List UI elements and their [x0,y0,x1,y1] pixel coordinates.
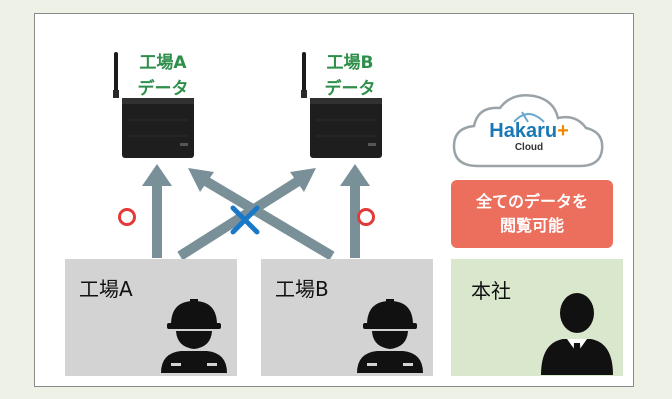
factory-a-box: 工場A [65,259,237,376]
head-office-box: 本社 [451,259,623,376]
factory-b-label: 工場B [275,277,329,301]
worker-helmet-icon [357,299,423,373]
head-office-label: 本社 [471,279,511,303]
arrow-head-factory-a-to-b [290,168,316,192]
factory-a-data-label-line1: 工場A [139,53,187,73]
factory-b-box: 工場B [261,259,433,376]
factory-b-logger-device-icon [301,52,382,158]
cloud-sub: Cloud [514,142,544,153]
factory-b-data-label-line2: データ [324,79,376,99]
arrow-factory-b-to-a [201,175,335,261]
cloud-logo: Hakaru+ Cloud [470,120,588,153]
worker-helmet-icon [161,299,227,373]
factory-b-data-label-line1: 工場B [326,53,374,73]
factory-a-logger-device-icon [113,52,194,158]
gauge-icon [513,111,545,123]
cloud-brand-plus: + [557,120,569,142]
arrow-factory-a-to-a [152,182,162,258]
cloud-brand: Hakaru [489,120,558,142]
allowed-circle-icon [118,208,136,226]
factory-a-label: 工場A [79,277,133,301]
arrow-head-factory-b-to-b [340,164,370,186]
denied-cross-icon [230,205,260,235]
arrow-factory-b-to-b [350,182,360,258]
businessman-icon [541,293,613,375]
factory-b-data-label: 工場B データ [315,53,385,99]
arrow-head-factory-a-to-a [142,164,172,186]
allowed-circle-icon [357,208,375,226]
badge-line1: 全てのデータを [475,192,588,211]
arrow-head-factory-b-to-a [188,168,214,192]
cloud-icon [452,94,604,168]
factory-a-data-label: 工場A データ [128,53,198,99]
view-all-badge: 全てのデータを 閲覧可能 [451,180,613,248]
factory-a-data-label-line2: データ [137,79,189,99]
badge-line2: 閲覧可能 [499,216,564,235]
